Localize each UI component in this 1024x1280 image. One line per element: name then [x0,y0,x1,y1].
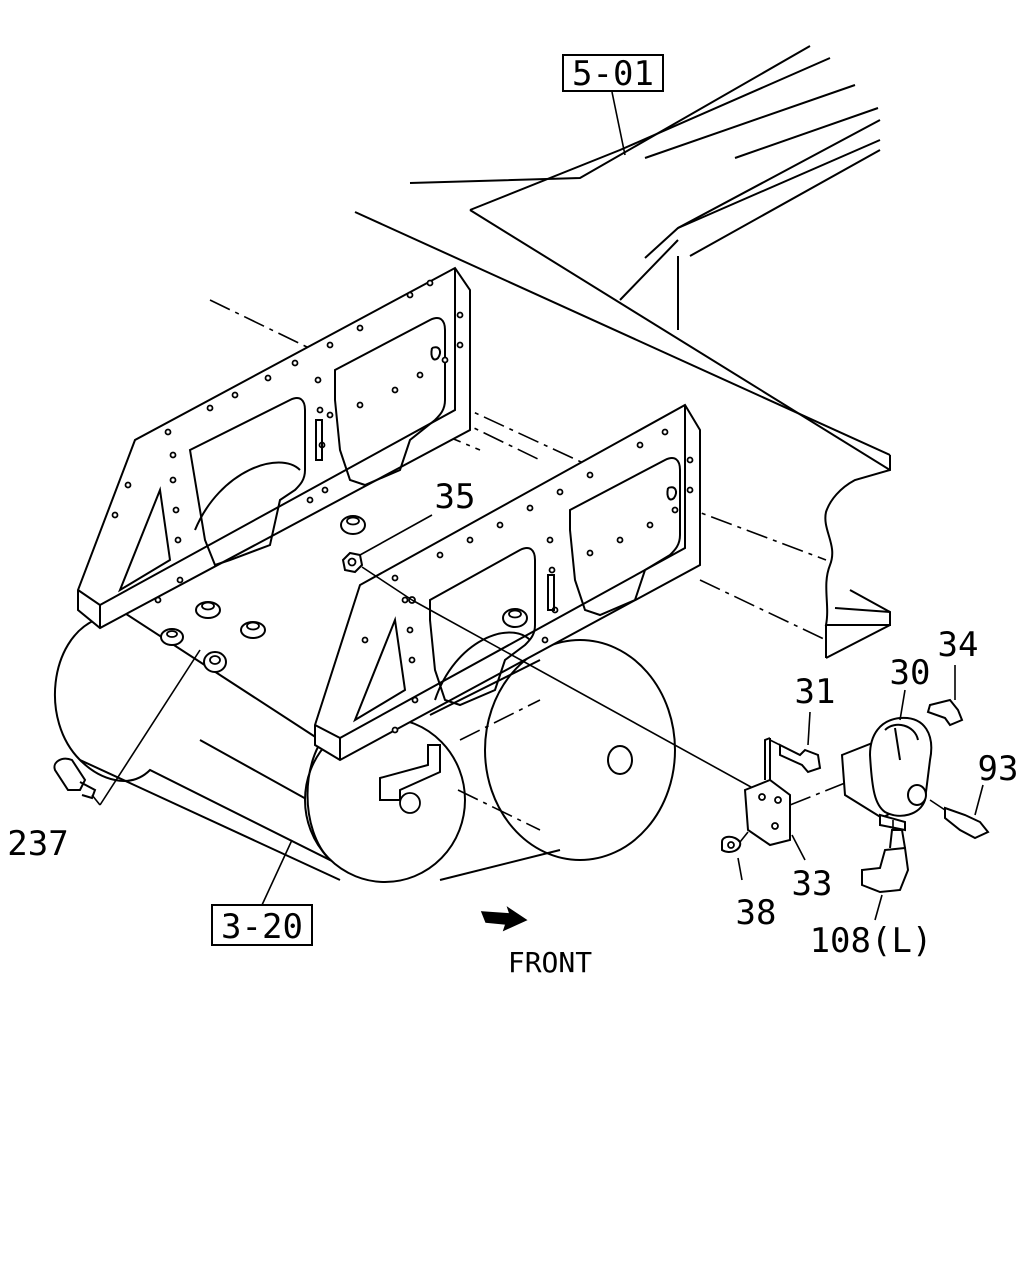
callout-34: 34 [938,625,979,665]
air-tanks [53,609,676,883]
callout-38: 38 [736,893,777,933]
callout-93: 93 [978,749,1019,789]
callout-33: 33 [792,864,833,904]
front-bracket-plate [314,403,701,762]
reference-box-tanks[interactable]: 3-20 [211,904,313,947]
front-direction-indicator: FRONT [480,906,592,979]
callout-31: 31 [795,672,836,712]
callout-30: 30 [890,653,931,693]
rear-bracket-plate [77,266,471,630]
front-label: FRONT [508,946,592,979]
reference-frame-label: 5-01 [572,54,654,94]
callout-108: 108(L) [810,921,933,961]
callout-35: 35 [435,477,476,517]
leader-lines [261,91,984,921]
reference-box-frame[interactable]: 5-01 [562,54,664,94]
nut-35 [341,514,433,601]
front-arrow-icon [480,906,528,932]
drain-plug-237 [53,649,201,806]
reference-tanks-label: 3-20 [221,907,303,947]
rear-plate-holes [111,279,464,604]
mount-bushings [160,515,528,673]
valve-assembly [411,599,990,894]
callout-237: 237 [7,824,68,864]
frame-rail [354,45,891,659]
